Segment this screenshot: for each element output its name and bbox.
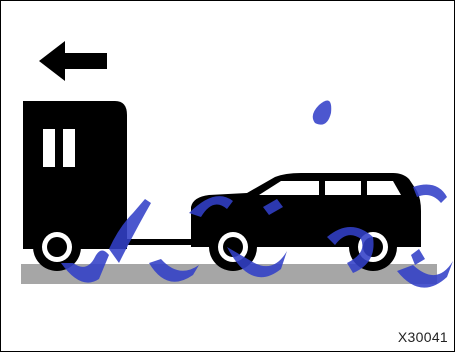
truck-window-right xyxy=(63,129,75,167)
figure-code: X30041 xyxy=(398,329,448,345)
truck-window-left xyxy=(43,129,55,167)
tow-bar xyxy=(125,239,195,245)
direction-arrow-icon xyxy=(39,41,107,81)
suv-window-middle xyxy=(325,181,361,195)
towed-suv xyxy=(191,173,421,271)
